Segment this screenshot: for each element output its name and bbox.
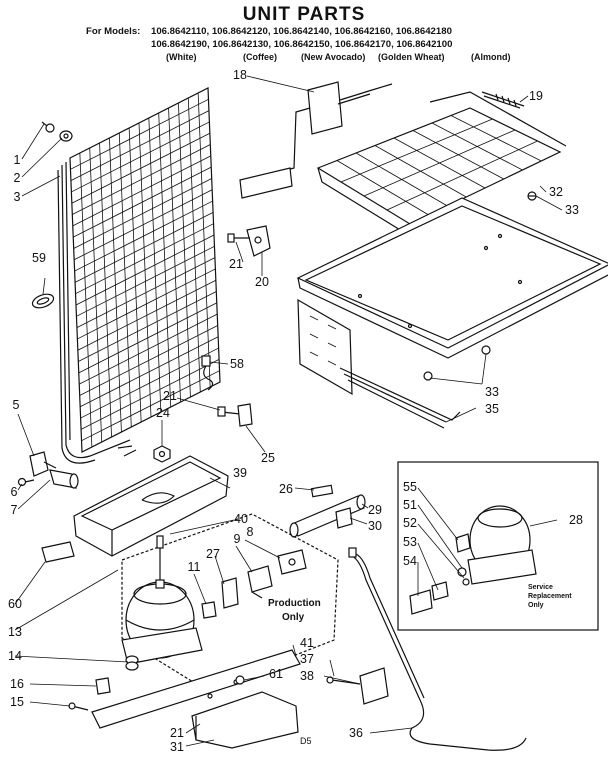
capacitor-7-icon [49,469,79,489]
callout-36: 36 [349,725,363,740]
callout-21-middle: 21 [163,388,177,403]
callout-24: 24 [156,405,170,420]
callout-53: 53 [403,534,417,549]
callout-55: 55 [403,479,417,494]
valve-38-icon [326,667,389,705]
color-label-new-avocado: (New Avocado) [301,52,366,62]
production-label: Production [268,598,321,609]
service-compressor-28 [467,505,537,585]
production-only-box [121,513,339,691]
callout-29: 29 [368,502,382,517]
callout-54: 54 [403,553,417,568]
condenser-coil [57,87,221,464]
models-prefix: For Models: [86,26,141,37]
relay-5-icon [29,451,57,477]
base-rail-41 [91,649,301,749]
compressor-13 [121,535,203,665]
callout-35: 35 [485,401,499,416]
callout-37: 37 [300,651,314,666]
washer-2-icon [59,130,73,142]
callout-18: 18 [233,67,247,82]
callout-3: 3 [13,189,21,204]
nut-24-icon [153,445,171,463]
bracket-20-icon [227,225,271,257]
callout-30: 30 [368,518,382,533]
callout-1: 1 [13,152,21,167]
service-replacement-box [397,461,599,631]
callout-2: 2 [13,170,21,185]
service-replacement-label: Replacement [528,593,572,600]
service-label: Service [528,584,553,591]
callout-33-upper: 33 [565,202,579,217]
tube-29-icon [289,494,366,538]
screw-19-icon [481,91,525,109]
screw-1-icon [41,121,55,133]
drain-pan-39 [73,455,229,557]
callout-16: 16 [10,676,24,691]
relay-27-icon [221,577,239,609]
production-only-label: Only [282,612,305,623]
callout-59: 59 [32,250,46,265]
color-label-white: (White) [166,52,197,62]
grommet-14-icon [125,655,139,671]
evaporator-tray [296,197,608,429]
bracket-8-icon [277,549,307,575]
callout-8: 8 [246,524,254,539]
color-label-almond: (Almond) [471,52,511,62]
callout-28: 28 [569,512,583,527]
callout-58: 58 [230,356,244,371]
callout-21-lower: 21 [170,725,184,740]
callout-13: 13 [8,624,22,639]
callout-52: 52 [403,515,417,530]
callout-60: 60 [8,596,22,611]
callout-41: 41 [300,635,314,650]
callout-27: 27 [206,546,220,561]
callout-21-upper: 21 [229,256,243,271]
callout-33-lower: 33 [485,384,499,399]
tube-26-icon [310,484,334,498]
callout-32: 32 [549,184,563,199]
callout-14: 14 [8,648,22,663]
grommet-58-icon [201,355,214,391]
callout-39: 39 [233,465,247,480]
callout-19: 19 [529,88,543,103]
callout-40: 40 [234,511,248,526]
callout-7: 7 [10,502,18,517]
clip-16-icon [95,677,111,695]
pad-60-icon [41,541,75,563]
clamp-59-icon [31,293,55,309]
callout-25: 25 [261,450,275,465]
callout-5: 5 [12,397,20,412]
models-line-1: 106.8642110, 106.8642120, 106.8642140, 1… [151,26,452,37]
color-label-coffee: (Coffee) [243,52,277,62]
evaporator-32 [316,91,567,237]
callout-31: 31 [170,739,184,754]
overload-9-icon [247,565,273,599]
screw-33-top-icon [527,191,537,201]
leader-lines [14,75,563,747]
service-only-label: Only [528,602,544,609]
callout-61: 61 [269,666,283,681]
callout-9: 9 [233,531,241,546]
screw-6-icon [17,477,35,487]
screw-15-icon [68,702,89,711]
callout-11: 11 [187,559,201,574]
page-title: UNIT PARTS [242,4,366,25]
callout-20: 20 [255,274,269,289]
clip-30-icon [335,507,353,529]
callout-15: 15 [10,694,24,709]
page-code: D5 [300,736,312,746]
callout-6: 6 [10,484,18,499]
callout-26: 26 [279,481,293,496]
clip-25-icon [217,403,253,427]
drain-tube-18-icon [239,81,393,199]
models-line-2: 106.8642190, 106.8642130, 106.8642150, 1… [151,39,453,50]
callout-51: 51 [403,497,417,512]
callout-38: 38 [300,668,314,683]
color-label-golden-wheat: (Golden Wheat) [378,52,445,62]
clip-11-icon [201,601,217,619]
screw-61-icon [235,675,245,685]
